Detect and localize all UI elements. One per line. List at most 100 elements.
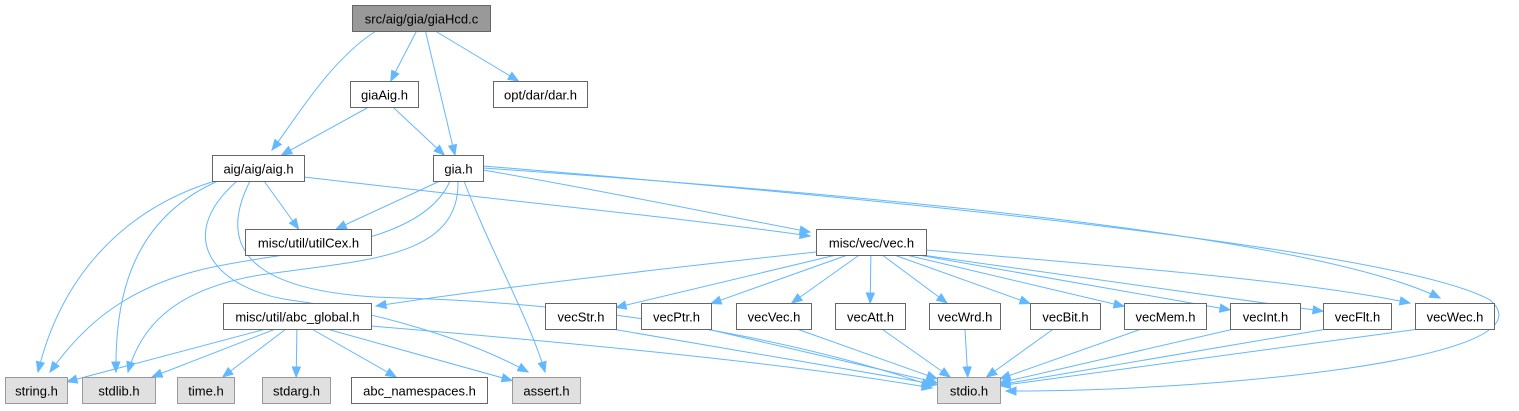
node-box-root[interactable] — [352, 5, 491, 32]
node-box-assert[interactable] — [512, 377, 581, 404]
edge-root-to-gia-line — [424, 30, 456, 156]
node-label-stdio: stdio.h — [950, 384, 988, 399]
node-stdlib[interactable]: stdlib.h — [82, 377, 156, 404]
edge-vec-to-vecWrd — [881, 254, 949, 304]
node-giaAig[interactable]: giaAig.h — [350, 81, 419, 108]
edge-abc_global-to-abc_namespaces-line — [311, 328, 397, 378]
node-box-vecFlt[interactable] — [1323, 303, 1392, 330]
node-box-vecAtt[interactable] — [835, 303, 906, 330]
node-box-vecInt[interactable] — [1230, 303, 1301, 330]
node-gia[interactable]: gia.h — [433, 155, 484, 182]
node-dar[interactable]: opt/dar/dar.h — [493, 81, 588, 108]
edge-vecAtt-to-stdio-arrowhead — [938, 367, 952, 378]
node-stdarg[interactable]: stdarg.h — [262, 377, 331, 404]
edge-vecVec-to-stdio-arrowhead — [925, 370, 939, 380]
edge-vec-to-vecPtr-arrowhead — [709, 295, 723, 305]
node-box-abc_global[interactable] — [223, 303, 372, 330]
edge-vec-to-vecMem-line — [906, 254, 1125, 307]
node-abc_global[interactable]: misc/util/abc_global.h — [223, 303, 372, 330]
edge-vecVec-to-stdio — [796, 328, 939, 380]
node-string[interactable]: string.h — [5, 377, 68, 404]
edge-root-to-giaAig — [390, 30, 418, 83]
edge-vec-to-vecPtr-line — [710, 254, 848, 305]
node-label-vecWrd: vecWrd.h — [938, 310, 993, 325]
node-box-vecWec[interactable] — [1415, 303, 1495, 330]
edge-vecMem-to-stdio-line — [999, 328, 1142, 380]
edge-vec-to-vecBit — [894, 254, 1032, 305]
node-box-giaAig[interactable] — [350, 81, 419, 108]
edge-vec-to-vecPtr — [709, 254, 848, 305]
node-box-vec[interactable] — [816, 229, 927, 256]
edge-abc_global-to-abc_namespaces-arrowhead — [384, 367, 398, 378]
node-label-vecPtr: vecPtr.h — [653, 310, 700, 325]
node-time[interactable]: time.h — [177, 377, 235, 404]
edge-vec-to-vecAtt-arrowhead — [865, 292, 876, 305]
node-root[interactable]: src/aig/gia/giaHcd.c — [352, 5, 491, 32]
node-box-gia[interactable] — [433, 155, 484, 182]
edge-abc_global-to-stdarg — [291, 328, 302, 379]
node-box-vecBit[interactable] — [1030, 303, 1101, 330]
node-box-aig[interactable] — [212, 155, 305, 182]
edge-gia-to-vec-arrowhead — [798, 225, 812, 235]
node-box-dar[interactable] — [493, 81, 588, 108]
node-label-root: src/aig/gia/giaHcd.c — [365, 12, 479, 27]
node-box-vecWrd[interactable] — [929, 303, 1001, 330]
node-vecAtt[interactable]: vecAtt.h — [835, 303, 906, 330]
node-box-abc_namespaces[interactable] — [351, 377, 488, 404]
edge-gia-to-utilCex-line — [335, 180, 441, 230]
node-label-vecWec: vecWec.h — [1427, 310, 1484, 325]
node-vecVec[interactable]: vecVec.h — [736, 303, 812, 330]
node-box-stdlib[interactable] — [82, 377, 156, 404]
node-label-vecVec: vecVec.h — [748, 310, 801, 325]
node-box-vecVec[interactable] — [736, 303, 812, 330]
edge-abc_global-to-stdlib — [150, 328, 276, 378]
edge-vecStr-to-stdio-line — [611, 328, 938, 386]
node-aig[interactable]: aig/aig/aig.h — [212, 155, 305, 182]
edge-vec-to-vecBit-arrowhead — [1018, 295, 1032, 305]
edge-root-to-dar-arrowhead — [506, 71, 520, 82]
edge-aig-to-utilCex-arrowhead — [288, 217, 300, 231]
node-box-vecMem[interactable] — [1124, 303, 1207, 330]
edges-layer — [35, 30, 1500, 396]
edge-gia-to-string — [49, 180, 451, 374]
edge-vecBit-to-stdio — [985, 328, 1054, 378]
node-vec[interactable]: misc/vec/vec.h — [816, 229, 927, 256]
edge-vecWrd-to-stdio-arrowhead — [962, 366, 972, 379]
node-vecStr[interactable]: vecStr.h — [545, 303, 617, 330]
nodes-layer: src/aig/gia/giaHcd.c giaAig.h opt/dar/dar.… — [5, 5, 1495, 404]
edge-giaAig-to-gia — [392, 106, 446, 156]
node-box-vecPtr[interactable] — [641, 303, 712, 330]
edge-vec-to-vecFlt-arrowhead — [1311, 305, 1325, 315]
node-box-stdarg[interactable] — [262, 377, 331, 404]
node-box-vecStr[interactable] — [545, 303, 617, 330]
node-vecWec[interactable]: vecWec.h — [1415, 303, 1495, 330]
node-utilCex[interactable]: misc/util/utilCex.h — [245, 229, 372, 256]
node-vecWrd[interactable]: vecWrd.h — [929, 303, 1001, 330]
edge-aig-to-assert-arrowhead — [516, 362, 530, 373]
node-vecInt[interactable]: vecInt.h — [1230, 303, 1301, 330]
node-vecFlt[interactable]: vecFlt.h — [1323, 303, 1392, 330]
edge-gia-to-utilCex-arrowhead — [334, 220, 348, 230]
edge-root-to-dar — [435, 30, 520, 82]
node-assert[interactable]: assert.h — [512, 377, 581, 404]
node-box-utilCex[interactable] — [245, 229, 372, 256]
edge-vec-to-abc_global — [374, 251, 817, 310]
node-box-stdio[interactable] — [937, 377, 1001, 404]
node-box-string[interactable] — [5, 377, 68, 404]
edge-abc_global-to-assert-arrowhead — [500, 373, 514, 383]
node-vecMem[interactable]: vecMem.h — [1124, 303, 1207, 330]
edge-abc_global-to-stdlib-line — [151, 328, 276, 378]
edge-aig-to-stdio — [237, 180, 934, 388]
node-vecBit[interactable]: vecBit.h — [1030, 303, 1101, 330]
node-stdio[interactable]: stdio.h — [937, 377, 1001, 404]
edge-gia-to-stdio — [482, 165, 1500, 396]
node-label-vecAtt: vecAtt.h — [847, 310, 894, 325]
node-box-time[interactable] — [177, 377, 235, 404]
edge-root-to-aig-arrowhead — [271, 138, 283, 152]
node-vecPtr[interactable]: vecPtr.h — [641, 303, 712, 330]
edge-abc_global-to-time-arrowhead — [221, 366, 234, 378]
edge-abc_global-to-stdarg-arrowhead — [291, 366, 302, 379]
edge-abc_global-to-string — [65, 328, 266, 384]
edge-giaAig-to-aig-line — [281, 106, 370, 156]
node-abc_namespaces[interactable]: abc_namespaces.h — [351, 377, 488, 404]
